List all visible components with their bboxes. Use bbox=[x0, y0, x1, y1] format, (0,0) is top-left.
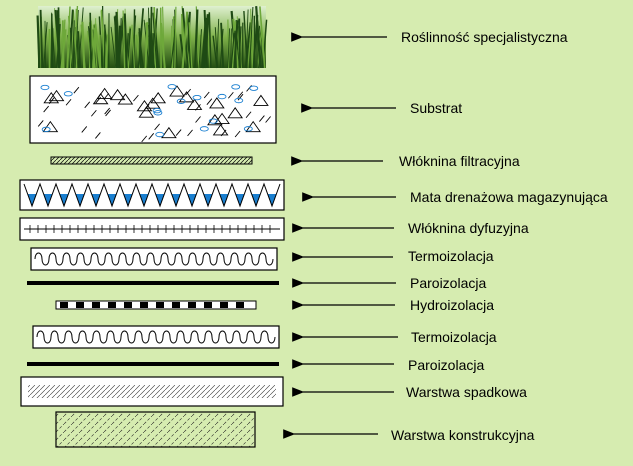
label-vapor-barrier-1: Paroizolacja bbox=[410, 275, 487, 291]
diffusion-fleece-layer bbox=[19, 217, 285, 241]
label-structural-layer: Warstwa konstrukcyjna bbox=[391, 427, 535, 443]
label-slope-layer: Warstwa spadkowa bbox=[406, 384, 527, 400]
label-thermal-insulation-2: Termoizolacja bbox=[411, 329, 497, 345]
label-drainage-mat: Mata drenażowa magazynująca bbox=[410, 189, 608, 205]
waterproofing-layer bbox=[55, 300, 257, 310]
vegetation-layer bbox=[36, 5, 268, 69]
label-vapor-barrier-2: Paroizolacja bbox=[408, 357, 485, 373]
drainage-mat-layer bbox=[19, 179, 285, 211]
label-thermal-insulation-1: Termoizolacja bbox=[408, 248, 494, 264]
vapor-barrier-2-layer bbox=[27, 362, 279, 366]
label-filter-fleece: Włóknina filtracyjna bbox=[399, 153, 520, 169]
label-vegetation: Roślinność specjalistyczna bbox=[401, 29, 568, 45]
label-waterproofing: Hydroizolacja bbox=[410, 297, 495, 313]
vapor-barrier-1-layer bbox=[27, 281, 279, 285]
filter-fleece-layer bbox=[50, 156, 253, 165]
thermal-insulation-1-layer bbox=[30, 247, 278, 271]
arrows bbox=[283, 32, 398, 439]
substrate-layer bbox=[29, 75, 277, 144]
label-diffusion-fleece: Włóknina dyfuzyjna bbox=[408, 220, 529, 236]
slope-layer bbox=[20, 376, 284, 407]
structural-layer-block bbox=[55, 411, 256, 448]
thermal-insulation-2-layer bbox=[32, 325, 280, 349]
label-substrate: Substrat bbox=[410, 100, 463, 116]
